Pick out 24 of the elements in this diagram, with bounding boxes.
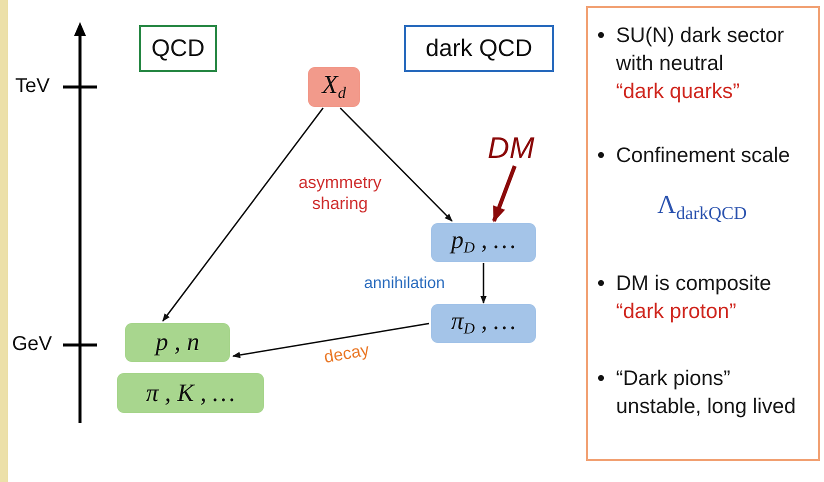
title-box: QCD [139,25,217,72]
bullet-text: “Dark pions” unstable, long lived [616,366,797,420]
bullet-text: DM is composite [616,271,772,297]
arrow [340,107,453,222]
particle-box: π , K , … [117,373,264,413]
bullet-text: Confinement scale [616,143,791,169]
title-box: dark QCD [404,25,554,72]
formula: Λ$_{darkQCD}$ [657,190,747,224]
highlight-text: “dark quarks” [616,79,741,105]
highlight-text: “dark proton” [616,299,738,325]
dm-label: DM [480,132,542,166]
note-panel [586,6,820,461]
arrow [232,322,430,358]
arrow [162,108,324,322]
particle-box: π$_{D}$ , … [431,304,536,343]
process-label: asymmetry sharing [297,172,383,214]
arrow [480,263,487,304]
scale-label: GeV [10,332,54,357]
arrow [492,165,517,222]
scale-label: TeV [14,74,51,99]
bullet-text: SU(N) dark sector with neutral [616,23,786,77]
particle-box: p$_{D}$ , … [431,223,536,262]
particle-box: p , n [125,323,230,362]
particle-box: X$_{d}$ [308,67,360,107]
